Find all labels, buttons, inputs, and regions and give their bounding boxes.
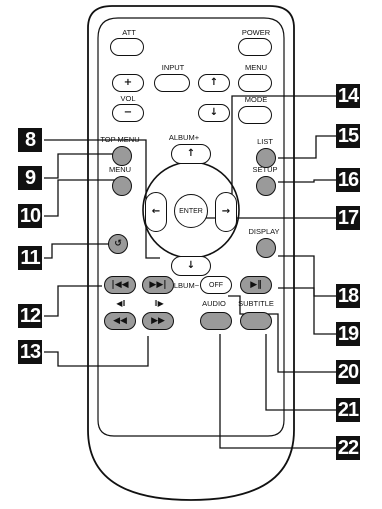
skip-forward-button[interactable]: ▶▶| [142, 276, 174, 294]
audio-label: AUDIO [202, 299, 226, 308]
play-pause-icon: ▶‖ [250, 279, 262, 290]
att-label: ATT [122, 28, 136, 37]
audio-button[interactable] [200, 312, 232, 330]
channel-down-button[interactable]: ↓ [198, 104, 230, 122]
callout-15: 15 [336, 124, 360, 148]
off-button[interactable]: OFF [200, 276, 232, 294]
subtitle-button[interactable] [240, 312, 272, 330]
callout-18: 18 [336, 284, 360, 308]
list-label: LIST [257, 137, 273, 146]
setup-button[interactable] [256, 176, 276, 196]
top-menu-label: TOP MENU [100, 135, 140, 144]
mode-button[interactable] [238, 106, 272, 124]
menu-button[interactable] [112, 176, 132, 196]
channel-up-button[interactable]: ↑ [198, 74, 230, 92]
minus-icon: − [123, 107, 133, 118]
fast-forward-button[interactable]: ▶▶ [142, 312, 174, 330]
play-pause-button[interactable]: ▶‖ [240, 276, 272, 294]
arrow-up-icon: ↑ [209, 77, 219, 88]
menu-top-label: MENU [244, 63, 268, 72]
skip-back-icon: |◀◀ [111, 279, 129, 290]
dpad-left-button[interactable]: ← [145, 192, 167, 232]
menu-top-button[interactable] [238, 74, 272, 92]
dpad-down-button[interactable]: ↓ [171, 256, 211, 276]
list-button[interactable] [256, 148, 276, 168]
menu-label: MENU [108, 165, 132, 174]
callout-11: 11 [18, 246, 42, 270]
callout-10: 10 [18, 204, 42, 228]
callout-21: 21 [336, 398, 360, 422]
plus-icon: + [123, 77, 133, 88]
arrow-left-icon: ← [151, 206, 161, 217]
dpad-up-button[interactable]: ↑ [171, 144, 211, 164]
rewind-button[interactable]: ◀◀ [104, 312, 136, 330]
callout-14: 14 [336, 84, 360, 108]
slow-forward-icon: ‖▶ [154, 299, 164, 308]
album-plus-label: ALBUM+ [168, 133, 200, 142]
arrow-right-icon: → [221, 206, 231, 217]
callout-22: 22 [336, 436, 360, 460]
att-button[interactable] [110, 38, 144, 56]
callout-19: 19 [336, 322, 360, 346]
arrow-up-icon: ↑ [186, 148, 196, 159]
return-icon: ↺ [114, 238, 122, 249]
subtitle-label: SUBTITLE [238, 299, 274, 308]
arrow-down-icon: ↓ [186, 260, 196, 271]
dpad-right-button[interactable]: → [215, 192, 237, 232]
callout-20: 20 [336, 360, 360, 384]
power-button[interactable] [238, 38, 272, 56]
return-button[interactable]: ↺ [108, 234, 128, 254]
callout-13: 13 [18, 340, 42, 364]
setup-label: SETUP [252, 165, 278, 174]
slow-reverse-icon: ◀‖ [116, 299, 126, 308]
rewind-icon: ◀◀ [113, 315, 127, 326]
callout-16: 16 [336, 168, 360, 192]
enter-button[interactable]: ENTER [174, 194, 208, 228]
display-button[interactable] [256, 238, 276, 258]
album-minus-label: ALBUM− [168, 281, 200, 290]
fast-forward-icon: ▶▶ [151, 315, 165, 326]
skip-forward-icon: ▶▶| [149, 279, 167, 290]
vol-label: VOL [120, 94, 136, 103]
vol-up-button[interactable]: + [112, 74, 144, 92]
arrow-down-icon: ↓ [209, 107, 219, 118]
input-button[interactable] [154, 74, 190, 92]
power-label: POWER [241, 28, 271, 37]
mode-label: MODE [244, 95, 268, 104]
callout-17: 17 [336, 206, 360, 230]
callout-9: 9 [18, 166, 42, 190]
input-label: INPUT [161, 63, 185, 72]
callout-8: 8 [18, 128, 42, 152]
off-label: OFF [209, 281, 223, 289]
display-label: DISPLAY [248, 227, 280, 236]
enter-label: ENTER [179, 207, 203, 215]
callout-12: 12 [18, 304, 42, 328]
vol-down-button[interactable]: − [112, 104, 144, 122]
top-menu-button[interactable] [112, 146, 132, 166]
skip-back-button[interactable]: |◀◀ [104, 276, 136, 294]
